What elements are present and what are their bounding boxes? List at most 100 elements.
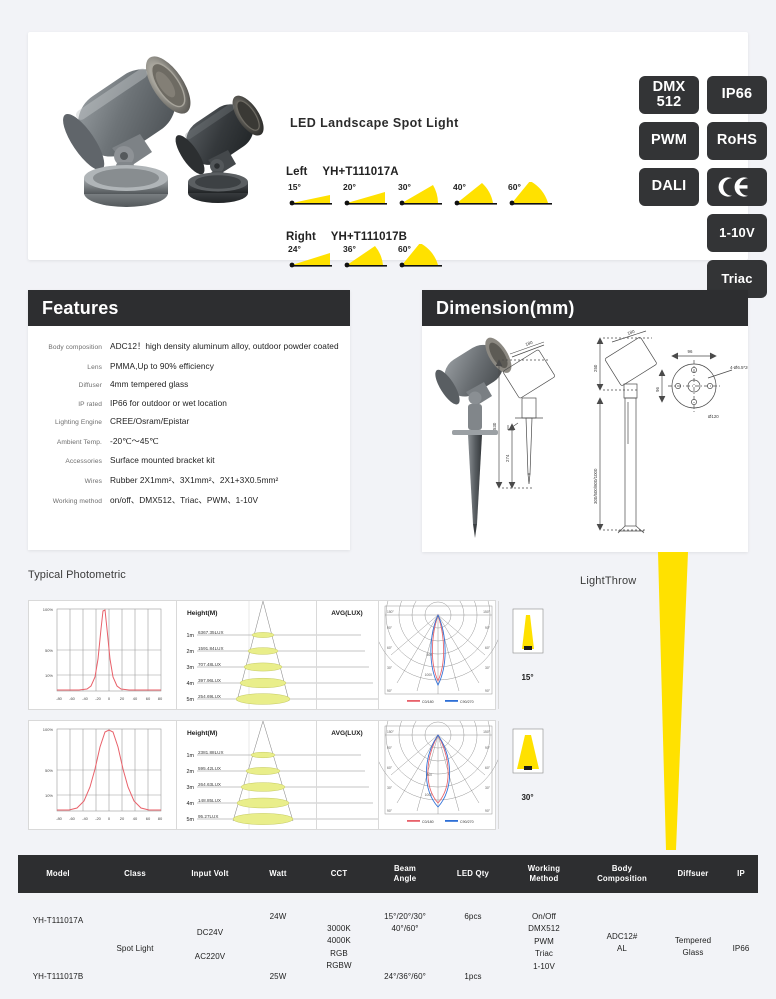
beam-angle-preview-15: 15°: [499, 601, 556, 709]
feature-key: Ambient Temp.: [56, 438, 102, 446]
spec-cell-model-b: YH-T111017B: [32, 972, 84, 981]
dimension-drawing-labels-3: 96 96 4-Ø6.5*20 Ø120: [655, 349, 748, 419]
spec-header-working-method: Working Method: [506, 864, 582, 883]
feature-value: Surface mounted bracket kit: [110, 455, 215, 465]
dim-pole-heights: 300/500/800/1000: [593, 468, 598, 504]
curve-xtick: -40: [82, 696, 89, 701]
lux-value: 254.69LUX: [198, 694, 221, 699]
dimension-heading: Dimension(mm): [422, 290, 748, 326]
spec-header-beam-line2: Angle: [393, 874, 417, 883]
height-label: 2m: [187, 769, 195, 775]
beam-angle-30: 30°: [396, 182, 451, 210]
height-col-header: Height(M): [187, 730, 217, 737]
lux-value: 1591.84LUX: [198, 646, 224, 651]
features-list: Body composition ADC12！high density alum…: [28, 326, 350, 506]
curve-ytick-50: 50%: [45, 768, 53, 773]
polar-inner-label: 500: [426, 773, 432, 777]
feature-key: Lens: [87, 363, 102, 371]
badge-1-10v: 1-10V: [707, 214, 767, 252]
beam-angle-row-left: 15° 20° 30° 40° 60°: [286, 182, 561, 210]
spec-header-beam-angle: Beam Angle: [370, 864, 440, 883]
lux-value: 148.85LUX: [198, 798, 221, 803]
spec-header-class: Class: [124, 869, 146, 879]
polar-tick: 90°: [387, 746, 393, 750]
spec-header-ip: IP: [737, 869, 745, 879]
polar-tick: 150°: [387, 730, 395, 734]
product-photo: [46, 50, 276, 245]
model-label-left: Left YH+T111017A: [286, 166, 399, 178]
feature-value: IP66 for outdoor or wet location: [110, 397, 227, 408]
beam-angle-36: 36°: [341, 244, 396, 272]
polar-tick: 60°: [485, 646, 491, 650]
feature-key: Wires: [84, 477, 102, 485]
lux-value: 95.27LUX: [198, 814, 218, 819]
feature-row: Accessories Surface mounted bracket kit: [34, 455, 340, 465]
spec-cell-qty-b: 1pcs: [464, 972, 482, 981]
lux-value: 264.63LUX: [198, 782, 221, 787]
feature-value: ADC12！high density aluminum alloy, outdo…: [110, 341, 339, 351]
features-panel: Features Body composition ADC12！high den…: [28, 290, 350, 550]
spec-header-watt: Watt: [269, 869, 287, 879]
spec-cell-diffuser: Tempered Glass: [674, 936, 712, 958]
polar-tick: 90°: [485, 746, 491, 750]
height-label: 3m: [187, 785, 195, 791]
polar-inner-label: 1000: [425, 673, 433, 677]
height-label: 1m: [187, 753, 195, 759]
legend-c0: C0/180: [422, 700, 434, 704]
curve-ytick-100: 100%: [43, 727, 54, 732]
spec-cell-volt-ac: AC220V: [194, 952, 226, 961]
spec-cell-body-composition: ADC12# AL: [606, 932, 638, 954]
curve-xtick: -80: [56, 696, 63, 701]
lux-value: 707.48LUX: [198, 662, 221, 667]
legend-c0: C0/180: [422, 820, 434, 824]
spec-header-beam-line1: Beam: [393, 864, 417, 874]
polar-tick: 30°: [485, 786, 491, 790]
lux-value: 6367.35LUX: [198, 630, 224, 635]
spec-cell-qty-a: 6pcs: [464, 912, 482, 921]
spec-header-body-line2: Composition: [597, 874, 647, 883]
beam-angle-label: 36°: [343, 244, 356, 254]
polar-tick: 60°: [387, 766, 393, 770]
dim-fixture-height: 250: [593, 364, 598, 372]
curve-xtick: -20: [95, 816, 102, 821]
spec-cell-watt-a: 24W: [269, 912, 287, 921]
beam-angle-60-right: 60°: [396, 244, 451, 272]
badge-ip66: IP66: [707, 76, 767, 114]
spec-table: Model Class Input Volt Watt CCT Beam Ang…: [18, 855, 758, 993]
spec-table-header-row: Model Class Input Volt Watt CCT Beam Ang…: [18, 855, 758, 893]
height-label: 5m: [187, 697, 195, 703]
height-label: 4m: [187, 681, 195, 687]
dimension-drawing-labels-1: 180 530 274: [492, 340, 534, 462]
feature-key: Body composition: [48, 344, 102, 351]
model-label-right: Right YH+T111017B: [286, 231, 407, 243]
dimension-panel: Dimension(mm): [422, 290, 748, 552]
spec-header-diffuser: Diffsuer: [677, 869, 709, 879]
polar-tick: 150°: [387, 610, 395, 614]
beam-angle-label: 60°: [398, 244, 411, 254]
avg-col-header: AVG(LUX): [331, 730, 362, 737]
photometric-block-15: 100% 50% 10% -80 -60 -40 -20 0 20 40 60 …: [28, 600, 544, 710]
avg-col-header: AVG(LUX): [331, 610, 362, 617]
feature-row: Wires Rubber 2X1mm²、3X1mm²、2X1+3X0.5mm²: [34, 474, 340, 486]
beam-angle-60: 60°: [506, 182, 561, 210]
spike-fixture-photo: [435, 337, 512, 538]
hero-card: LED Landscape Spot Light Left YH+T111017…: [28, 32, 767, 298]
height-label: 1m: [187, 633, 195, 639]
badge-column-ratings: IP66 RoHS 1-10V Triac: [707, 76, 767, 306]
polar-tick: 30°: [387, 786, 393, 790]
badge-dali: DALI: [639, 168, 699, 206]
polar-tick: 90°: [485, 809, 491, 813]
curve-xtick: -40: [82, 816, 89, 821]
height-label: 2m: [187, 649, 195, 655]
photometric-block-30: 100% 50% 10% -80 -60 -40 -20 0 20 40 60 …: [28, 720, 544, 830]
dim-base-diameter: Ø120: [708, 414, 719, 419]
curve-xtick: 40: [133, 816, 138, 821]
spec-cell-volt-dc: DC24V: [196, 928, 224, 937]
spec-header-led-qty: LED Qty: [456, 869, 490, 879]
height-label: 4m: [187, 801, 195, 807]
feature-value: -20℃～45℃: [110, 435, 159, 446]
badge-ce: [707, 168, 767, 206]
dim-plate-height: 96: [655, 387, 660, 392]
